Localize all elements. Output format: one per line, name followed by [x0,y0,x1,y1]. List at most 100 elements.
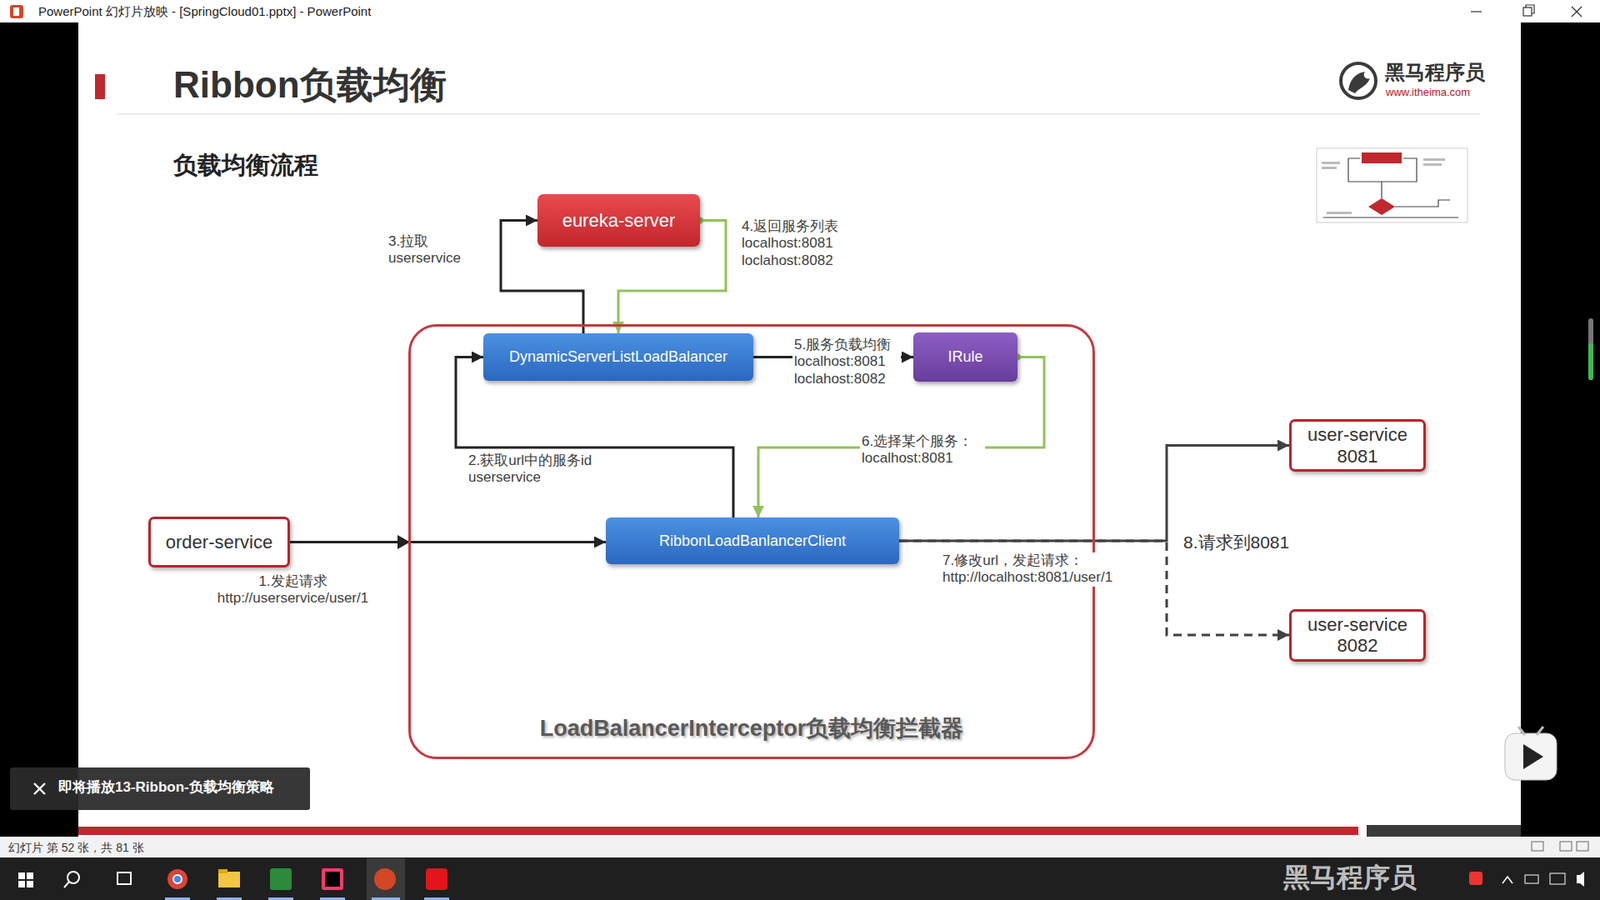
taskbar [173,875,182,884]
connector [290,540,606,544]
edge-label: 1.发起请求 http://userservice/user/1 [195,573,391,608]
edge-label: 4.返回服务列表 localhost:8081 loclahost:8082 [740,218,857,270]
title-bar [1571,6,1582,17]
edge-label-holder: 6.选择某个服务： localhost:8081 [860,433,985,468]
node-label: user-service 8082 [1300,614,1415,657]
load-balancer-box: DynamicServerListLoadBalancer [483,333,754,381]
node-label: order-service [165,531,273,553]
slide-thumbnail [1316,148,1468,223]
edge-label: 6.选择某个服务： localhost:8081 [860,433,985,468]
edge-label: 2.获取url中的服务id userservice [466,452,609,487]
edge-label: 3.拉取 userservice [386,233,470,268]
slide-thumbnail [1380,181,1382,199]
taskbar [117,872,131,885]
slide-thumbnail [1326,211,1352,215]
title-bar [1523,7,1532,16]
label-holder: 黑马程序员 [1385,60,1485,85]
node-label: IRule [947,348,983,366]
accent-bar [95,74,105,100]
title-holder: Ribbon负载均衡 [173,63,447,108]
slide-thumbnail [1316,148,1468,223]
taskbar [67,871,80,884]
logo-mark [1348,71,1370,94]
label-holder: 幻灯片 第 52 张，共 81 张 [8,840,145,855]
client-box: RibbonLoadBanlancerClient [605,517,900,565]
region-label: LoadBalancerInterceptor负载均衡拦截器 [540,715,965,742]
label-holder: 黑马程序员 [1283,861,1417,894]
taskbar [1576,871,1585,887]
slide-thumbnail [1321,166,1337,170]
slide-thumbnail [1423,163,1442,166]
play-icon [1518,726,1544,735]
edge-label-holder: 2.获取url中的服务id userservice [466,452,609,487]
taskbar [18,872,25,880]
slide-footer-bar [78,826,1359,835]
status-bar [1560,841,1572,851]
popup-text: 即将播放13-Ribbon-负载均衡策略 [58,779,275,796]
watermark: 黑马程序员 [1283,861,1417,894]
play-icon [1505,733,1557,780]
section-heading: 负载均衡流程 [173,150,319,180]
logo-text: 黑马程序员 [1385,60,1485,85]
scrollbar [1588,343,1594,380]
interceptor-region: LoadBalancerInterceptor负载均衡拦截器 DynamicSer… [408,324,1095,760]
edge-label-holder: 4.返回服务列表 localhost:8081 loclahost:8082 [740,218,857,270]
title-bar [1470,10,1482,12]
node-label: user-service 8081 [1300,424,1415,467]
edge-label-holder: 1.发起请求 http://userservice/user/1 [195,573,391,608]
slide-footer-bar [1366,825,1521,837]
taskbar [64,881,70,888]
logo-mark [1340,63,1376,99]
connector [753,355,914,359]
taskbar [425,868,448,890]
label-holder: 即将播放13-Ribbon-负载均衡策略 [58,779,275,796]
taskbar [218,869,228,874]
status-bar [1576,841,1589,851]
taskbar [1469,871,1483,885]
label-holder: PowerPoint 幻灯片放映 - [SpringCloud01.pptx] … [38,4,371,20]
title-bar [10,5,24,19]
slide-footer-bar [78,825,1521,837]
edge-label: 5.服务负载均衡 localhost:8081 loclahost:8082 [792,336,901,388]
taskbar [0,857,1600,900]
status-bar [1531,841,1544,851]
slide-title: Ribbon负载均衡 [173,63,447,108]
slide-thumbnail [1368,198,1395,215]
taskbar [321,868,344,890]
popup-panel [10,767,310,810]
registry-box: eureka-server [537,194,700,247]
slide-thumbnail [1321,161,1340,165]
service-box: order-service [148,516,290,568]
taskbar [216,897,242,900]
service-box: user-service 8082 [1289,609,1426,662]
play-icon [1505,726,1557,780]
connector [455,357,734,519]
taskbar [268,897,294,900]
label-holder: 负载均衡流程 [173,150,319,180]
slide-thumbnail [1423,158,1445,161]
title-bar [0,0,1600,23]
logo-mark [1340,63,1376,99]
scrollbar [1588,318,1594,380]
service-box: user-service 8081 [1289,419,1426,472]
scrollbar [1588,318,1594,380]
taskbar [26,880,34,888]
step-label: 8.请求到8081 [1183,531,1290,553]
taskbar [270,868,292,890]
window-title: PowerPoint 幻灯片放映 - [SpringCloud01.pptx] … [38,4,371,20]
label-holder: 8.请求到8081 [1183,531,1290,553]
taskbar [1502,876,1513,884]
separator [116,113,1480,115]
taskbar [165,897,190,900]
logo-url: www.itheima.com [1385,85,1470,100]
slide-thumbnail [1361,152,1402,164]
status-bar [0,836,1600,858]
node-label: DynamicServerListLoadBalancer [509,348,728,366]
popup-panel [10,767,310,810]
edge-label-holder: 7.修改url，发起请求： http://localhost:8081/user… [940,552,1141,587]
title-bar [13,7,20,16]
taskbar [366,858,405,900]
edge-label-holder: 5.服务负载均衡 localhost:8081 loclahost:8082 [792,336,901,388]
title-bar [0,0,1600,23]
